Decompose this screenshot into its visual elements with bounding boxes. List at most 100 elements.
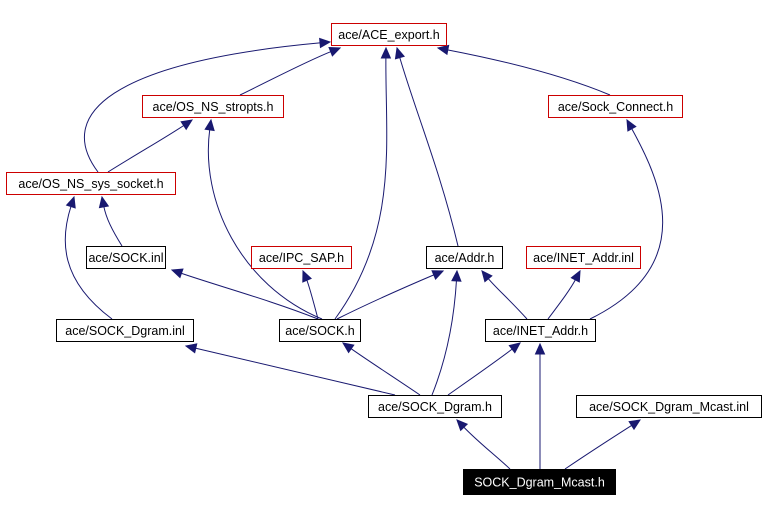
node-box[interactable] [142, 95, 284, 118]
edge-root-to-sock_dgram_mcast_inl [564, 419, 642, 470]
edge-arrowhead [319, 37, 332, 49]
edge-line [180, 272, 319, 320]
edge-arrowhead [431, 270, 445, 280]
node-label: ace/SOCK.inl [88, 251, 163, 265]
edge-arrowhead [380, 46, 392, 59]
node-os-ns-sys-socket[interactable]: ace/OS_NS_sys_socket.h [6, 172, 176, 195]
edge-arrowhead [204, 118, 215, 132]
edge-sock_dgram_h-to-sock_dgram_inl [184, 343, 396, 396]
edge-arrowhead [328, 47, 342, 57]
edge-sock_h-to-ace_export [334, 46, 392, 320]
node-label: ace/SOCK.h [285, 324, 355, 338]
node-box[interactable] [526, 246, 641, 269]
node-label: ace/OS_NS_stropts.h [153, 100, 274, 114]
edge-line [547, 278, 577, 320]
node-addr[interactable]: ace/Addr.h [426, 246, 503, 269]
node-root[interactable]: SOCK_Dgram_Mcast.h [463, 469, 616, 495]
node-label: ace/INET_Addr.h [493, 324, 588, 338]
node-label: ace/INET_Addr.inl [533, 251, 634, 265]
edge-os_ns_sys_socket-to-os_ns_stropts [107, 119, 194, 173]
edge-sock_h-to-sock_inl [170, 268, 319, 320]
edge-arrowhead [451, 269, 462, 282]
node-box[interactable] [86, 246, 166, 269]
node-sock-dgram-mcast-inl[interactable]: ace/SOCK_Dgram_Mcast.inl [576, 395, 762, 418]
edge-sock_connect-to-ace_export [436, 44, 611, 96]
edge-line [447, 348, 514, 396]
edge-sock_dgram_h-to-sock_h [342, 342, 421, 396]
edge-sock_dgram_h-to-addr [431, 269, 462, 396]
node-ipc-sap[interactable]: ace/IPC_SAP.h [251, 246, 352, 269]
edge-line [399, 56, 459, 247]
edge-arrowhead [481, 270, 493, 283]
edge-line [103, 205, 123, 247]
edge-arrowhead [180, 119, 194, 131]
edge-root-to-inet_addr_h [534, 342, 546, 469]
node-box[interactable] [279, 319, 361, 342]
edge-sock_h-to-addr [336, 270, 445, 320]
edge-arrowhead [456, 419, 469, 432]
edge-inet_addr_h-to-sock_connect [589, 118, 664, 320]
node-box[interactable] [6, 172, 176, 195]
nodes-layer: ace/ACE_export.h ace/OS_NS_stropts.h ace/S… [6, 23, 762, 495]
node-sock-dgram-inl[interactable]: ace/SOCK_Dgram.inl [56, 319, 194, 342]
node-label: ace/IPC_SAP.h [259, 251, 344, 265]
node-box[interactable] [251, 246, 352, 269]
edge-line [207, 128, 323, 320]
node-os-ns-stropts[interactable]: ace/OS_NS_stropts.h [142, 95, 284, 118]
edge-line [336, 274, 435, 320]
edge-arrowhead [570, 269, 581, 283]
node-box[interactable] [331, 23, 447, 46]
edge-line [564, 424, 633, 470]
node-sock-inl[interactable]: ace/SOCK.inl [86, 246, 166, 269]
edge-line [431, 279, 457, 396]
edge-inet_addr_h-to-addr [481, 270, 528, 320]
node-sock-connect[interactable]: ace/Sock_Connect.h [548, 95, 683, 118]
edge-sock_inl-to-os_ns_sys_socket [98, 195, 123, 247]
edge-line [462, 426, 511, 470]
edge-line [83, 42, 322, 173]
node-box[interactable] [426, 246, 503, 269]
edge-line [239, 50, 332, 96]
edge-sock_dgram_inl-to-os_ns_sys_socket [64, 195, 113, 320]
node-label: ace/Addr.h [435, 251, 495, 265]
node-inet-addr-inl[interactable]: ace/INET_Addr.inl [526, 246, 641, 269]
edge-arrowhead [626, 118, 637, 132]
node-sock-dgram-h[interactable]: ace/SOCK_Dgram.h [368, 395, 502, 418]
edge-sock_h-to-os_ns_stropts [204, 118, 323, 320]
node-box[interactable] [56, 319, 194, 342]
edge-arrowhead [302, 269, 312, 283]
node-inet-addr-h[interactable]: ace/INET_Addr.h [485, 319, 596, 342]
edge-line [107, 124, 185, 173]
edge-arrowhead [534, 342, 546, 355]
node-label: SOCK_Dgram_Mcast.h [474, 476, 605, 490]
edge-line [487, 277, 528, 320]
node-box[interactable] [463, 469, 616, 495]
edge-arrowhead [508, 342, 521, 354]
edge-line [306, 279, 319, 320]
edge-arrowhead [65, 195, 76, 209]
node-label: ace/SOCK_Dgram_Mcast.inl [589, 400, 749, 414]
node-box[interactable] [485, 319, 596, 342]
node-ace-export[interactable]: ace/ACE_export.h [331, 23, 447, 46]
edge-line [194, 347, 396, 396]
node-label: ace/Sock_Connect.h [558, 100, 673, 114]
edge-root-to-sock_dgram_h [456, 419, 511, 470]
edge-line [350, 347, 421, 396]
edge-line [334, 56, 388, 320]
node-label: ace/OS_NS_sys_socket.h [18, 177, 163, 191]
node-box[interactable] [548, 95, 683, 118]
node-box[interactable] [576, 395, 762, 418]
node-sock-h[interactable]: ace/SOCK.h [279, 319, 361, 342]
edge-sock_h-to-ipc_sap [302, 269, 319, 320]
node-label: ace/ACE_export.h [338, 28, 439, 42]
edge-arrowhead [170, 268, 184, 279]
edge-arrowhead [342, 342, 355, 354]
edges-layer [64, 37, 664, 470]
edge-os_ns_stropts-to-ace_export [239, 47, 342, 96]
edge-arrowhead [98, 195, 110, 209]
edge-line [589, 127, 664, 320]
edge-arrowhead [394, 46, 405, 60]
node-box[interactable] [368, 395, 502, 418]
edge-inet_addr_h-to-inet_addr_inl [547, 269, 581, 320]
